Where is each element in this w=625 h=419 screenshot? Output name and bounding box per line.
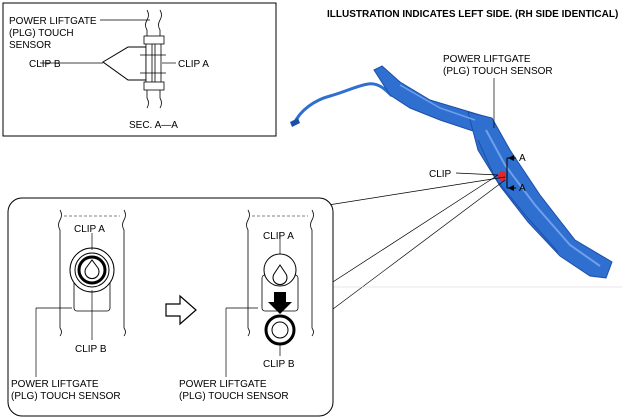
after-sensor-label-2: (PLG) TOUCH SENSOR (179, 391, 289, 402)
header-note: ILLUSTRATION INDICATES LEFT SIDE. (RH SI… (327, 9, 618, 20)
right-arrow-icon (165, 294, 197, 326)
main-clip-label: CLIP (429, 169, 452, 180)
after-clip-a-label: CLIP A (263, 231, 294, 242)
after-clip-b-label: CLIP B (263, 359, 295, 370)
before-sensor-label-2: (PLG) TOUCH SENSOR (11, 391, 121, 402)
before-sensor-label-1: POWER LIFTGATE (11, 379, 99, 390)
before-clip-b-label: CLIP B (75, 344, 107, 355)
detail-before: CLIP A CLIP B POWER LIFTGATE (PLG) TOUCH… (11, 209, 126, 402)
main-sensor-label-1: POWER LIFTGATE (443, 54, 531, 65)
detail-view-panel: CLIP A CLIP B POWER LIFTGATE (PLG) TOUCH… (7, 197, 334, 417)
clip-marker (498, 171, 506, 181)
section-clip-b-label: CLIP B (29, 59, 61, 70)
section-mark-bottom: A (519, 183, 526, 194)
section-view-panel: POWER LIFTGATE (PLG) TOUCH SENSOR CLIP B… (2, 2, 277, 137)
section-clip-a-label: CLIP A (178, 59, 209, 70)
section-sensor-label-1: POWER LIFTGATE (9, 16, 97, 27)
liftgate-trim-part (239, 65, 613, 316)
before-clip-a-label: CLIP A (74, 224, 105, 235)
main-sensor-label-2: (PLG) TOUCH SENSOR (443, 66, 553, 77)
detail-after: CLIP A CLIP B POWER LIFTGATE (PLG) TOUCH… (179, 209, 314, 402)
section-sensor-label-3: SENSOR (9, 40, 51, 51)
section-mark-top: A (519, 153, 526, 164)
section-sensor-label-2: (PLG) TOUCH (9, 28, 74, 39)
after-sensor-label-1: POWER LIFTGATE (179, 379, 267, 390)
section-title: SEC. A—A (129, 120, 178, 131)
